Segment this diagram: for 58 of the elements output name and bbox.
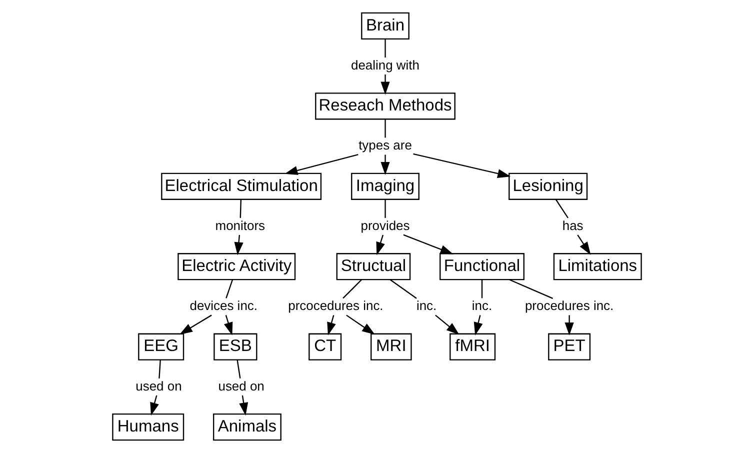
node-text: procedures inc. — [524, 298, 614, 314]
node-box: Electrical Stimulation — [161, 172, 322, 200]
node-box: Electric Activity — [178, 253, 296, 280]
arrow — [179, 314, 212, 335]
node-text: dealing with — [351, 57, 420, 72]
node-box: MRI — [370, 333, 412, 360]
connector — [384, 200, 386, 218]
node-box: Structual — [336, 253, 411, 280]
arrow — [403, 234, 454, 254]
node-box: EEG — [138, 333, 184, 360]
node-box: Imaging — [351, 172, 420, 200]
connector — [240, 199, 242, 218]
arrow — [564, 315, 574, 336]
node-box: ESB — [214, 333, 258, 360]
node-text: provides — [360, 218, 410, 233]
connector — [555, 199, 568, 218]
node-box: fMRI — [450, 333, 496, 360]
node-box: Humans — [112, 414, 184, 441]
arrow — [239, 395, 248, 416]
connector — [342, 279, 362, 299]
arrow — [380, 154, 390, 175]
arrow — [150, 395, 159, 416]
arrow — [435, 314, 460, 335]
arrow — [234, 234, 244, 256]
node-text: devices inc. — [190, 298, 258, 314]
arrow — [327, 315, 336, 336]
connector — [509, 279, 554, 299]
node-box: Limitations — [553, 253, 642, 280]
node-box: Animals — [213, 414, 282, 441]
arrow — [413, 153, 511, 178]
connector — [481, 280, 483, 298]
connector — [236, 360, 241, 378]
node-text: types are — [358, 138, 412, 153]
node-box: Lesioning — [508, 172, 588, 200]
connector — [226, 280, 234, 298]
connector — [158, 360, 161, 378]
node-text: monitors — [215, 218, 266, 233]
node-text: prcocedures inc. — [288, 298, 384, 314]
node-box: Reseach Methods — [315, 92, 456, 120]
arrow — [284, 154, 358, 175]
arrow — [376, 234, 385, 256]
arrow — [224, 315, 233, 336]
node-box: Brain — [361, 12, 410, 40]
node-text: inc. — [416, 298, 437, 314]
node-text: used on — [218, 378, 264, 394]
node-box: CT — [308, 333, 342, 360]
arrow — [380, 74, 390, 95]
arrow — [474, 315, 483, 336]
node-box: Functional — [440, 253, 524, 280]
connector — [390, 279, 417, 299]
arrow — [577, 234, 591, 255]
connector — [384, 119, 386, 138]
connector — [384, 39, 386, 58]
node-box: PET — [548, 333, 591, 360]
node-text: used on — [136, 378, 182, 394]
node-text: inc. — [472, 298, 492, 314]
node-text: has — [562, 218, 584, 233]
arrow — [346, 314, 375, 335]
